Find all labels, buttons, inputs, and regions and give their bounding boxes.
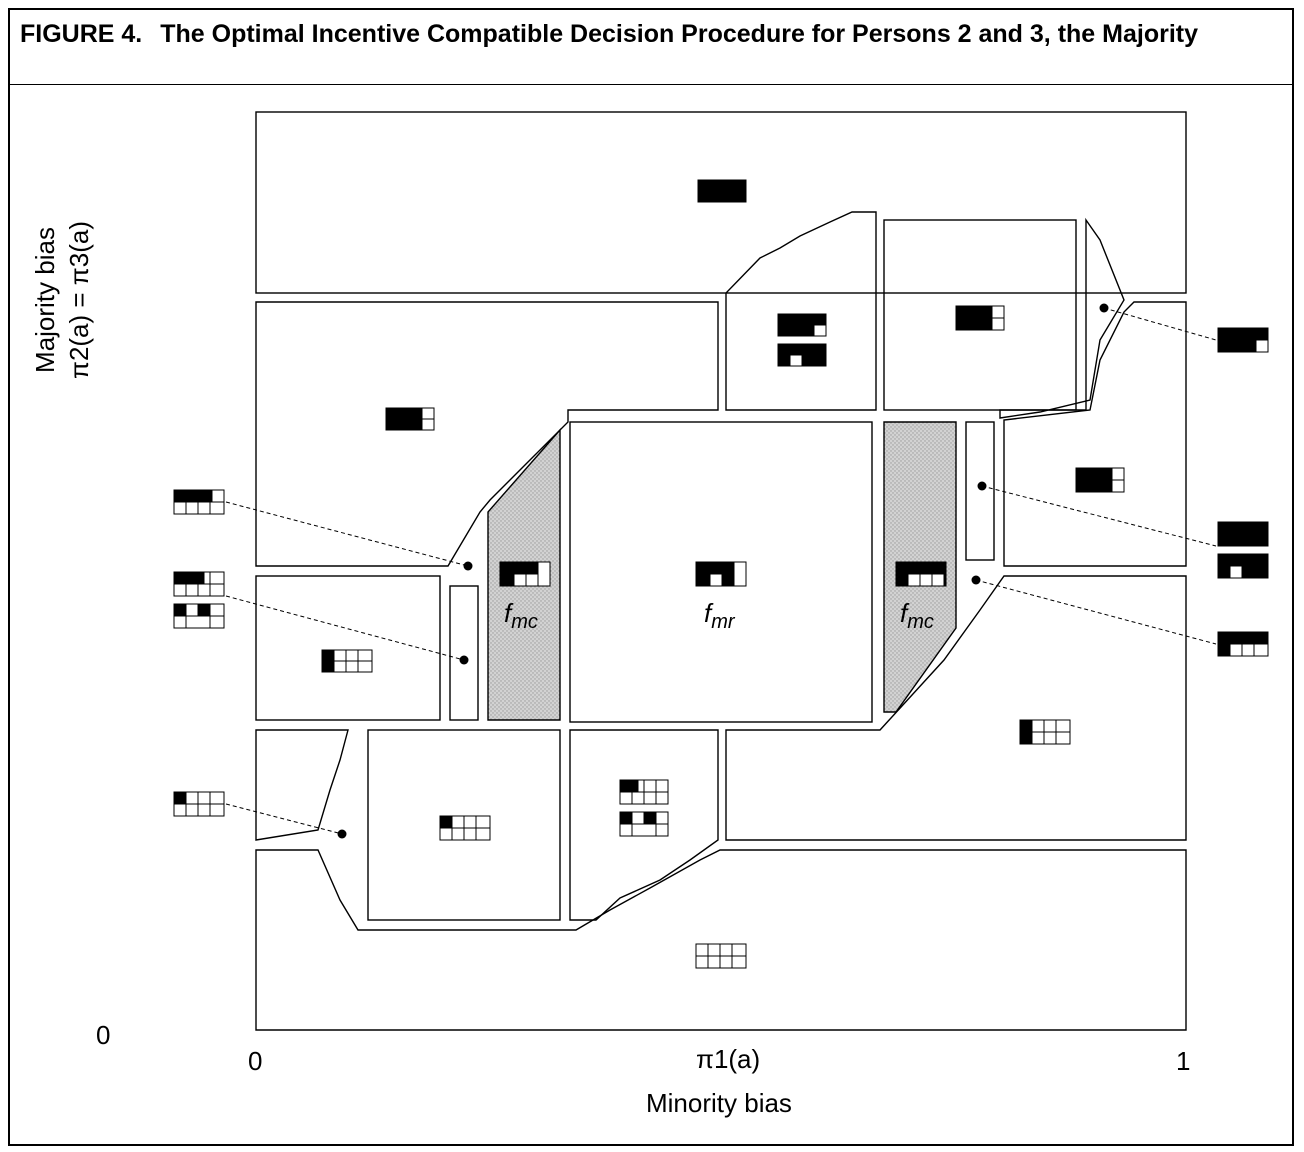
region-f-mr — [569, 421, 873, 723]
region-right-thin — [965, 421, 995, 561]
region-left-middle — [255, 575, 441, 721]
y-axis-label: Majority bias — [30, 227, 60, 373]
region-right-middle — [725, 575, 1187, 841]
region-top-band — [255, 111, 1187, 294]
region-points — [337, 303, 1109, 839]
title-rule — [8, 84, 1294, 85]
x-axis-label: Minority bias — [646, 1088, 792, 1118]
figure-title-text: The Optimal Incentive Compatible Decisio… — [160, 20, 1198, 48]
region-lower-center — [569, 729, 719, 921]
y-axis-label-block: Majority bias π2(a) = π3(a) — [28, 0, 98, 650]
region-lower-left-wedge — [255, 729, 349, 841]
x-tick-max: 1 — [1176, 1046, 1191, 1076]
x-mid-label: π1(a) — [696, 1044, 761, 1074]
procedure-glyphs — [173, 179, 1269, 969]
region-lower-left — [367, 729, 561, 921]
region-upper-right — [883, 219, 1077, 411]
y-tick-min: 0 — [96, 1020, 111, 1050]
figure-frame — [8, 8, 1294, 1146]
region-upper-left — [255, 301, 719, 567]
region-bottom-band — [255, 849, 1187, 1031]
leader-lines — [225, 307, 1217, 835]
region-upper-center — [725, 211, 877, 411]
figure-title: FIGURE 4. The Optimal Incentive Compatibl… — [20, 20, 1260, 49]
label-f-mc-right: fmc — [900, 598, 934, 633]
y-axis-sublabel: π2(a) = π3(a) — [64, 221, 94, 379]
figure-number: FIGURE 4. — [20, 20, 143, 48]
label-f-mc-left: fmc — [504, 598, 538, 633]
region-left-thin — [449, 585, 479, 721]
region-right-upper — [1003, 301, 1187, 567]
x-tick-min: 0 — [248, 1046, 263, 1076]
label-f-mr: fmr — [704, 598, 736, 633]
region-right-wedge-top — [999, 217, 1125, 419]
